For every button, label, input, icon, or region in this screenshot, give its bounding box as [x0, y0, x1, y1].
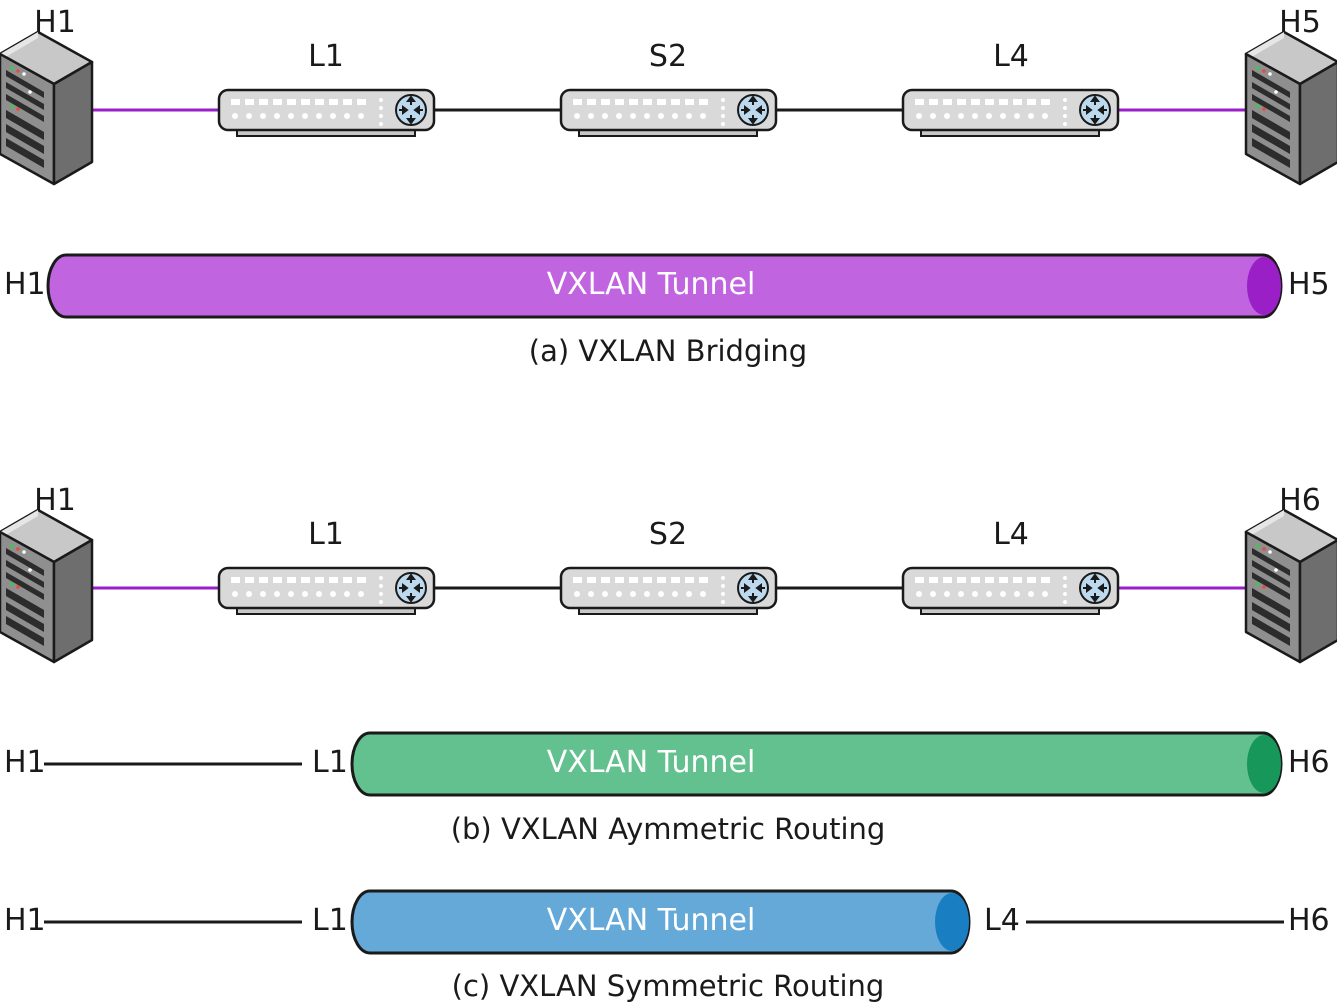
- panel-a-topology: H1 H5 L1 S2 L4: [0, 5, 1337, 186]
- tunnel-label: VXLAN Tunnel: [547, 745, 756, 780]
- network-switch-icon: [559, 88, 778, 138]
- caption-c: (c) VXLAN Symmetric Routing: [452, 969, 885, 1003]
- panel-b-asymmetric: H1 L1 VXLAN Tunnel H6 (b) VXLAN Aymmetri…: [4, 731, 1330, 846]
- server-tower-icon: [1244, 508, 1337, 664]
- server-tower-icon: [1244, 30, 1337, 186]
- caption-a: (a) VXLAN Bridging: [529, 334, 807, 368]
- path-start-label: H1: [4, 745, 46, 780]
- panel-bc-topology: H1 H6 L1 S2 L4: [0, 483, 1337, 664]
- tunnel-end-cap: [1247, 735, 1281, 793]
- switch-label-l4: L4: [993, 517, 1029, 552]
- path-end-label: H6: [1288, 903, 1330, 938]
- tunnel-label: VXLAN Tunnel: [547, 267, 756, 302]
- network-switch-icon: [217, 566, 436, 616]
- host-label-left: H1: [34, 483, 76, 518]
- switch-label-s2: S2: [649, 517, 687, 552]
- tunnel-label: VXLAN Tunnel: [547, 903, 756, 938]
- network-switch-icon: [901, 88, 1120, 138]
- switch-label-l4: L4: [993, 39, 1029, 74]
- tunnel-end-cap: [935, 893, 969, 951]
- path-start-label: H1: [4, 903, 46, 938]
- caption-b: (b) VXLAN Aymmetric Routing: [451, 812, 886, 846]
- network-switch-icon: [901, 566, 1120, 616]
- panel-c-symmetric: H1 L1 VXLAN Tunnel L4 H6 (c) VXLAN Symme…: [4, 889, 1330, 1003]
- switch-label-l1: L1: [308, 39, 344, 74]
- ingress-label: L1: [312, 745, 348, 780]
- host-label-left: H1: [34, 5, 76, 40]
- network-switch-icon: [559, 566, 778, 616]
- server-tower-icon: [0, 508, 94, 664]
- server-tower-icon: [0, 30, 94, 186]
- egress-label: L4: [984, 903, 1020, 938]
- switch-label-l1: L1: [308, 517, 344, 552]
- tunnel-end-cap: [1247, 257, 1281, 315]
- tunnel-endpoint-right: H5: [1288, 267, 1330, 302]
- path-end-label: H6: [1288, 745, 1330, 780]
- ingress-label: L1: [312, 903, 348, 938]
- network-switch-icon: [217, 88, 436, 138]
- vxlan-tunnel-asymmetric: [350, 731, 1283, 797]
- switch-label-s2: S2: [649, 39, 687, 74]
- panel-a-tunnel: H1 VXLAN Tunnel H5 (a) VXLAN Bridging: [4, 253, 1330, 368]
- tunnel-endpoint-left: H1: [4, 267, 46, 302]
- host-label-right: H5: [1279, 5, 1321, 40]
- host-label-right: H6: [1279, 483, 1321, 518]
